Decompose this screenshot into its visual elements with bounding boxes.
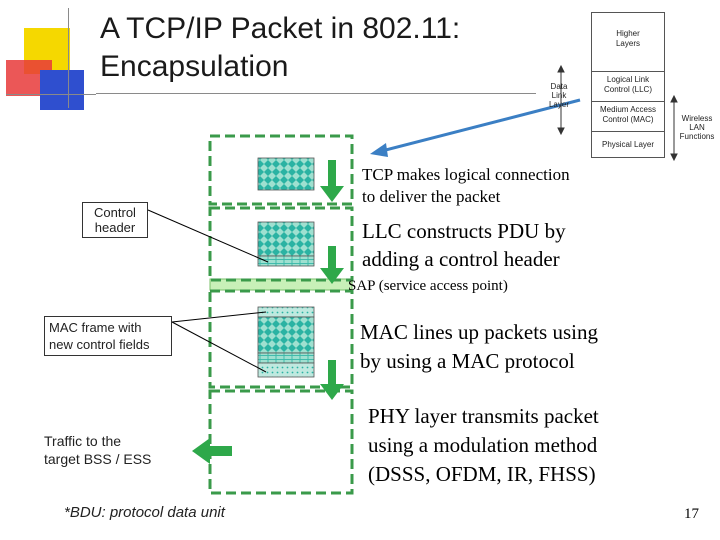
- stack-mac: Medium Access Control (MAC): [592, 101, 664, 125]
- mac-packet: [257, 316, 315, 354]
- mac-frame-callout: MAC frame with new control fields: [44, 316, 172, 356]
- mac-trailer: [257, 362, 315, 378]
- mac-frame-connector-2: [171, 321, 267, 373]
- title-line-2: Encapsulation: [100, 50, 289, 83]
- control-header-connector: [147, 209, 269, 263]
- title-line-1: A TCP/IP Packet in 802.11:: [100, 12, 461, 45]
- title-underline: [96, 93, 536, 94]
- logo-blue-square: [40, 70, 84, 110]
- llc-control-header: [257, 255, 315, 267]
- pointer-line: [377, 98, 581, 154]
- phy-note: PHY layer transmits packet using a modul…: [368, 404, 599, 486]
- arrow-down-1-icon: [320, 160, 344, 202]
- llc-note: LLC constructs PDU by adding a control h…: [362, 219, 566, 271]
- stack-physical: Physical Layer: [592, 131, 664, 158]
- stack-higher-layers: Higher Layers: [615, 29, 640, 48]
- tcp-packet: [257, 157, 315, 191]
- footnote: *BDU: protocol data unit: [64, 504, 225, 521]
- data-link-bracket-icon: [557, 64, 565, 136]
- mac-note: MAC lines up packets using by using a MA…: [360, 320, 598, 373]
- mac-llc-header: [257, 352, 315, 364]
- page-title: A TCP/IP Packet in 802.11: Encapsulation: [100, 10, 460, 86]
- pointer-arrowhead-icon: [370, 143, 388, 157]
- tcp-note: TCP makes logical connection to deliver …: [362, 165, 570, 206]
- data-link-label: Data Link Layer: [548, 82, 569, 109]
- llc-packet: [257, 221, 315, 257]
- sap-note: SAP (service access point): [348, 278, 508, 294]
- wireless-lan-label: Wireless LAN Functions: [679, 114, 715, 141]
- stack-llc: Logical Link Control (LLC): [592, 71, 664, 95]
- arrow-down-3-icon: [320, 360, 344, 400]
- page-number: 17: [684, 506, 699, 522]
- logo-vline: [68, 8, 69, 108]
- llc-layer-box: [208, 206, 354, 282]
- mac-header-top: [257, 306, 315, 318]
- wireless-bracket-icon: [670, 94, 678, 162]
- protocol-stack-diagram: Higher Layers Logical Link Control (LLC)…: [591, 12, 665, 158]
- arrow-left-icon: [192, 438, 232, 464]
- mac-frame-connector-1: [171, 311, 267, 323]
- arrow-down-2-icon: [320, 246, 344, 284]
- control-header-callout: Control header: [82, 202, 148, 238]
- phy-layer-box: [208, 389, 354, 495]
- logo-hline: [6, 94, 96, 95]
- traffic-callout: Traffic to the target BSS / ESS: [44, 433, 152, 467]
- mac-layer-box: [208, 289, 354, 389]
